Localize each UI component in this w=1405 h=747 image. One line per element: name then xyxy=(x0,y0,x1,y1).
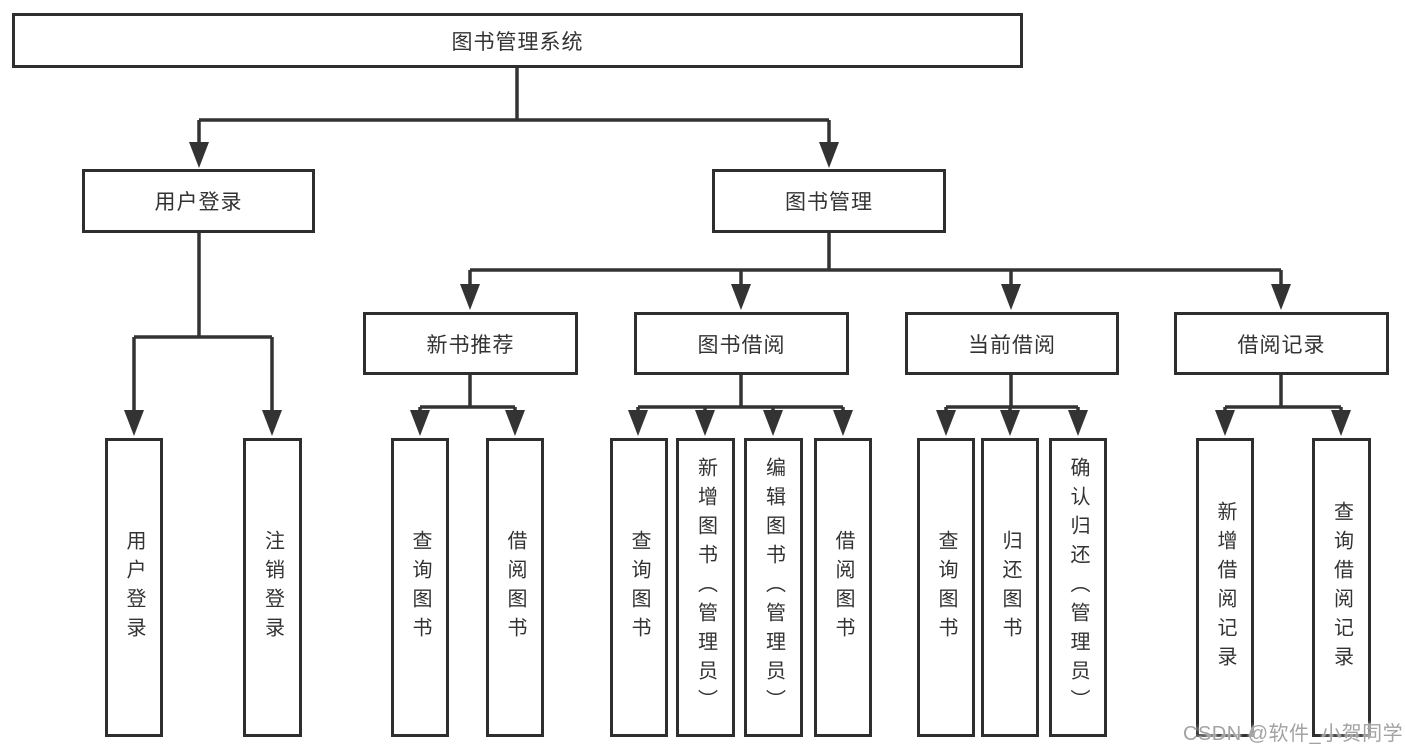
node-root: 图书管理系统 xyxy=(12,13,1023,68)
leaf-add-book-admin: 新增图书（管理员） xyxy=(676,438,735,737)
leaf-query-borrow-record: 查询借阅记录 xyxy=(1312,438,1371,737)
leaf-query-books-borrow: 查询图书 xyxy=(610,438,668,737)
wire-bookmgmt-to-level3 xyxy=(468,233,1283,288)
node-user-login: 用户登录 xyxy=(82,169,315,233)
node-current-borrow: 当前借阅 xyxy=(905,312,1119,375)
leaf-query-books-recommend: 查询图书 xyxy=(391,438,449,737)
wire-userlogin-to-leaves xyxy=(132,233,274,412)
wire-root-to-level2 xyxy=(197,68,831,144)
wire-currentborrow-to-leaves xyxy=(944,375,1080,414)
node-borrow-records: 借阅记录 xyxy=(1174,312,1389,375)
leaf-edit-book-admin: 编辑图书（管理员） xyxy=(744,438,803,737)
leaf-confirm-return-admin: 确认归还（管理员） xyxy=(1049,438,1107,737)
leaf-add-borrow-record: 新增借阅记录 xyxy=(1196,438,1254,737)
leaf-borrow-books-recommend: 借阅图书 xyxy=(486,438,544,737)
wire-newbook-to-leaves xyxy=(418,375,517,414)
leaf-query-books-current: 查询图书 xyxy=(917,438,975,737)
leaf-user-login: 用户登录 xyxy=(105,438,163,737)
leaf-borrow-books: 借阅图书 xyxy=(814,438,872,737)
node-book-management: 图书管理 xyxy=(712,169,946,233)
wire-borrowrecords-to-leaves xyxy=(1223,375,1343,414)
csdn-watermark: CSDN @软件_小贺同学 xyxy=(1183,723,1404,745)
leaf-return-book: 归还图书 xyxy=(981,438,1039,737)
arrowheads xyxy=(124,142,1351,436)
leaf-logout-login: 注销登录 xyxy=(243,438,302,737)
node-book-borrow: 图书借阅 xyxy=(634,312,849,375)
wire-bookborrow-to-leaves xyxy=(636,375,845,414)
node-new-book-recommend: 新书推荐 xyxy=(363,312,578,375)
